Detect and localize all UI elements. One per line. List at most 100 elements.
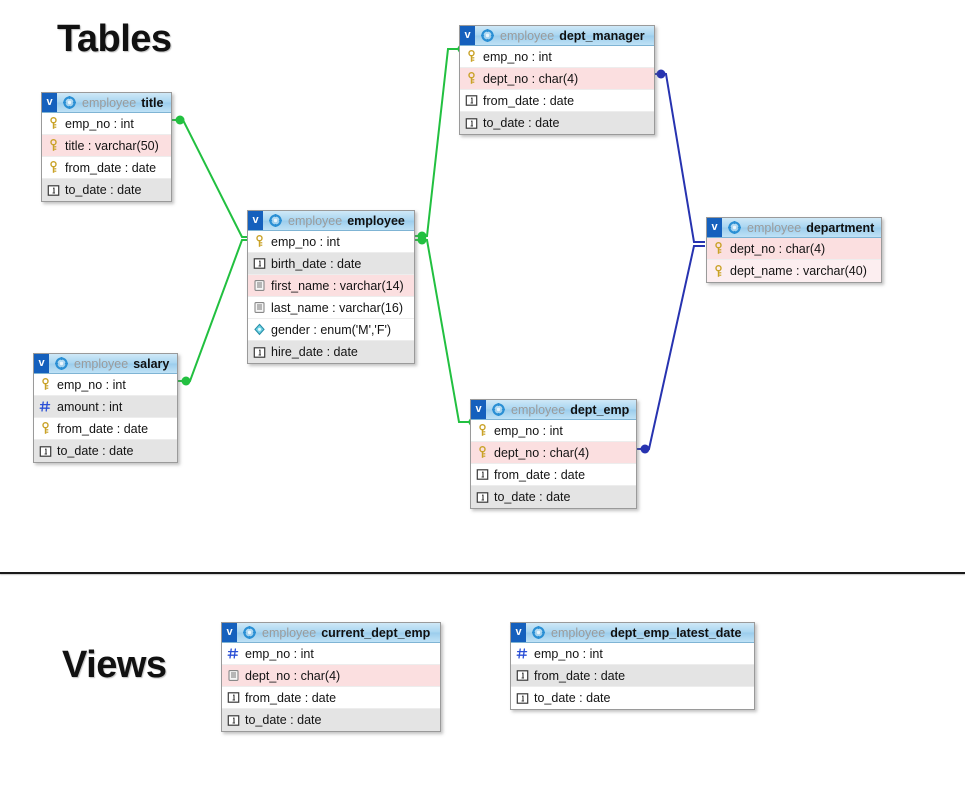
column-label: hire_date : date — [271, 345, 358, 359]
edge-endpoint-dept_emp-right — [640, 444, 650, 454]
key-icon — [38, 421, 53, 436]
gear-icon — [267, 211, 283, 230]
column-row[interactable]: amount : int — [34, 396, 177, 418]
column-label: to_date : date — [483, 116, 560, 130]
entity-header-department[interactable]: v employee department — [707, 218, 881, 238]
column-row[interactable]: dept_no : char(4) — [460, 68, 654, 90]
column-row[interactable]: emp_no : int — [460, 46, 654, 68]
column-label: from_date : date — [65, 160, 157, 175]
column-label: emp_no : int — [65, 116, 134, 131]
entity-department[interactable]: v employee department dept_no : char(4)dept… — [706, 217, 882, 283]
entity-name-label: dept_emp — [570, 402, 630, 417]
column-row[interactable]: emp_no : int — [34, 374, 177, 396]
column-row[interactable]: from_date : date — [460, 90, 654, 112]
column-label: to_date : date — [65, 183, 142, 197]
column-row[interactable]: from_date : date — [511, 665, 754, 687]
column-label: emp_no : int — [271, 234, 340, 249]
key-icon — [46, 116, 61, 131]
entity-name-label: department — [806, 220, 875, 235]
column-label: dept_no : char(4) — [483, 71, 579, 86]
column-row[interactable]: gender : enum('M','F') — [248, 319, 414, 341]
section-divider — [0, 572, 965, 574]
column-label: from_date : date — [494, 467, 586, 482]
text-icon — [252, 300, 267, 315]
key-icon — [711, 264, 726, 279]
column-row[interactable]: emp_no : int — [471, 420, 636, 442]
view-badge-icon: v — [222, 623, 237, 642]
views-section-title: Views — [62, 644, 167, 686]
entity-name-label: salary — [133, 356, 170, 371]
gear-icon — [241, 623, 257, 642]
column-label: dept_no : char(4) — [245, 668, 341, 683]
view-badge-icon: v — [34, 354, 49, 373]
tables-section-title: Tables — [57, 18, 172, 60]
edge-dept_emp-department — [637, 245, 705, 450]
column-row[interactable]: emp_no : int — [248, 231, 414, 253]
column-row[interactable]: dept_no : char(4) — [707, 238, 881, 260]
edge-endpoint-title — [175, 115, 185, 125]
gear-icon — [61, 93, 77, 112]
column-row[interactable]: to_date : date — [222, 709, 440, 731]
date-icon — [464, 116, 479, 131]
column-row[interactable]: birth_date : date — [248, 253, 414, 275]
view-badge-icon: v — [707, 218, 722, 237]
column-row[interactable]: to_date : date — [460, 112, 654, 134]
column-row[interactable]: to_date : date — [34, 440, 177, 462]
column-row[interactable]: from_date : date — [471, 464, 636, 486]
column-row[interactable]: from_date : date — [222, 687, 440, 709]
column-row[interactable]: dept_no : char(4) — [222, 665, 440, 687]
edge-title-employee — [172, 119, 253, 238]
column-row[interactable]: hire_date : date — [248, 341, 414, 363]
column-label: birth_date : date — [271, 256, 362, 271]
entity-schema-label: employee — [747, 220, 802, 235]
column-row[interactable]: dept_no : char(4) — [471, 442, 636, 464]
column-row[interactable]: first_name : varchar(14) — [248, 275, 414, 297]
edge-endpoint-salary — [181, 376, 191, 386]
view-badge-icon: v — [460, 26, 475, 45]
key-icon — [38, 377, 53, 392]
column-row[interactable]: emp_no : int — [222, 643, 440, 665]
gear-icon — [726, 218, 742, 237]
column-label: gender : enum('M','F') — [271, 322, 392, 337]
entity-name-label: title — [141, 95, 164, 110]
entity-name-label: dept_emp_latest_date — [610, 625, 742, 640]
date-icon — [515, 668, 530, 683]
edge-dept_manager-department — [655, 73, 705, 243]
column-row[interactable]: to_date : date — [471, 486, 636, 508]
date-icon — [475, 467, 490, 482]
column-row[interactable]: from_date : date — [42, 157, 171, 179]
entity-name-label: employee — [347, 213, 405, 228]
column-label: dept_no : char(4) — [494, 445, 590, 460]
column-row[interactable]: emp_no : int — [42, 113, 171, 135]
date-icon — [515, 691, 530, 706]
column-row[interactable]: from_date : date — [34, 418, 177, 440]
gear-icon — [530, 623, 546, 642]
column-label: to_date : date — [57, 444, 134, 458]
column-row[interactable]: emp_no : int — [511, 643, 754, 665]
column-label: from_date : date — [534, 668, 626, 683]
column-row[interactable]: last_name : varchar(16) — [248, 297, 414, 319]
column-row[interactable]: dept_name : varchar(40) — [707, 260, 881, 282]
date-icon — [475, 490, 490, 505]
date-icon — [252, 345, 267, 360]
entity-schema-label: employee — [500, 28, 555, 43]
column-row[interactable]: to_date : date — [511, 687, 754, 709]
column-row[interactable]: title : varchar(50) — [42, 135, 171, 157]
entity-schema-label: employee — [288, 213, 343, 228]
column-row[interactable]: to_date : date — [42, 179, 171, 201]
